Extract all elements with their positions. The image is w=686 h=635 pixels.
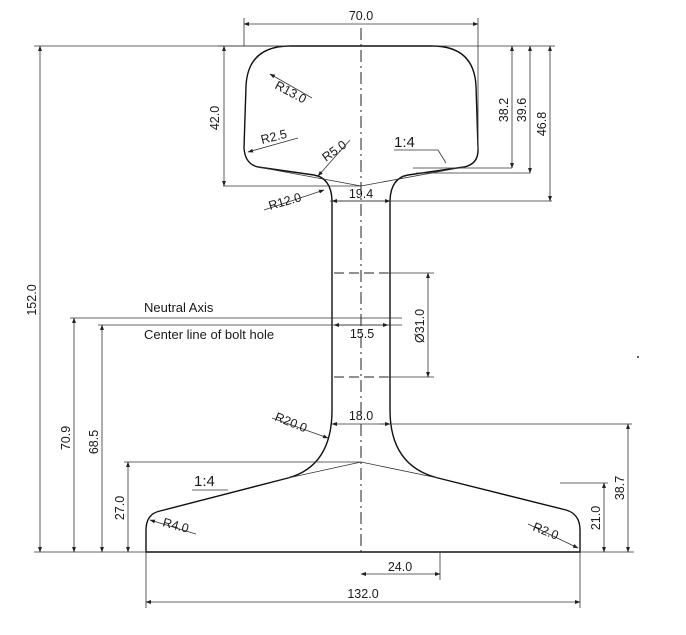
dim-web-bottom: 18.0 — [331, 409, 391, 426]
head-slope-label: 1:4 — [394, 134, 415, 151]
bolt-center-label: Center line of bolt hole — [144, 327, 274, 342]
dim-web-mid: 15.5 — [333, 323, 389, 341]
svg-text:38.7: 38.7 — [613, 476, 627, 500]
svg-text:46.8: 46.8 — [535, 112, 549, 136]
radius-r2-5: R2.5 — [247, 127, 299, 153]
svg-text:39.6: 39.6 — [515, 98, 529, 122]
radius-r12: R12.0 — [263, 189, 325, 213]
dim-web-top: 19.4 — [331, 187, 391, 203]
svg-text:R2.5: R2.5 — [259, 127, 288, 147]
svg-text:152.0: 152.0 — [25, 284, 39, 315]
stray-dot — [637, 356, 639, 358]
svg-text:R4.0: R4.0 — [161, 515, 190, 535]
svg-text:42.0: 42.0 — [208, 106, 222, 130]
svg-text:68.5: 68.5 — [87, 430, 101, 454]
dim-bolt-hole: Ø31.0 — [388, 272, 434, 378]
svg-text:27.0: 27.0 — [113, 496, 127, 520]
dim-foot-left-height: 27.0 — [113, 461, 130, 553]
svg-text:19.4: 19.4 — [349, 187, 373, 201]
foot-slope-lines — [124, 423, 632, 491]
svg-text:24.0: 24.0 — [388, 560, 412, 574]
svg-text:18.0: 18.0 — [349, 409, 373, 423]
dim-neutral-axis-height: 70.9 — [59, 317, 76, 553]
dim-base-width: 132.0 — [145, 552, 581, 608]
dim-head-width: 70.0 — [243, 9, 479, 150]
dim-base-half: 24.0 — [360, 552, 441, 580]
svg-text:38.2: 38.2 — [497, 98, 511, 122]
dim-bolt-center-height: 68.5 — [87, 324, 104, 553]
svg-text:Ø31.0: Ø31.0 — [413, 309, 427, 343]
svg-text:R12.0: R12.0 — [267, 190, 303, 213]
dim-total-height: 152.0 — [25, 45, 290, 553]
dim-foot-right: 21.0 38.7 — [580, 423, 634, 553]
svg-text:70.0: 70.0 — [349, 9, 373, 23]
svg-text:132.0: 132.0 — [347, 587, 378, 601]
radius-r20: R20.0 — [271, 410, 329, 439]
neutral-axis-label: Neutral Axis — [144, 300, 214, 315]
svg-text:R20.0: R20.0 — [273, 410, 309, 435]
svg-text:15.5: 15.5 — [350, 327, 374, 341]
dim-head-right: 38.2 39.6 46.8 — [432, 45, 555, 202]
foot-slope-label: 1:4 — [194, 473, 215, 490]
radius-r4: R4.0 — [149, 515, 197, 536]
svg-text:70.9: 70.9 — [59, 426, 73, 450]
svg-text:21.0: 21.0 — [589, 506, 603, 530]
